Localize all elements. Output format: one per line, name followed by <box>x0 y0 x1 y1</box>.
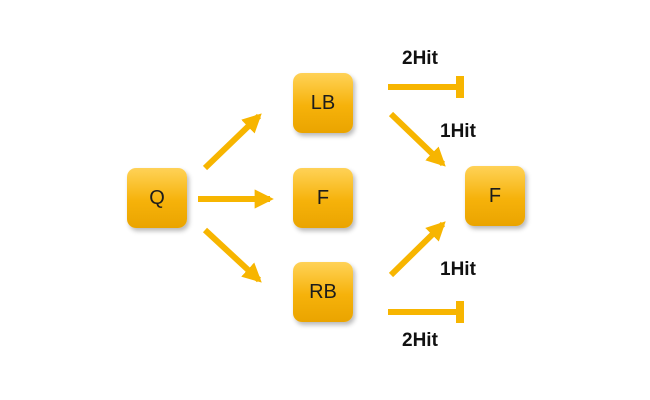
node-lb: LB <box>293 73 353 133</box>
arrow-lb-to-f <box>388 111 446 167</box>
arrow-q-to-lb <box>202 113 262 171</box>
label-rb-to-f: 1Hit <box>440 259 476 280</box>
blocked-end-lb <box>456 76 464 98</box>
arrow-q-to-rb <box>202 227 262 283</box>
node-f-right: F <box>465 166 525 226</box>
label-lb-blocked: 2Hit <box>402 48 438 69</box>
label-lb-to-f: 1Hit <box>440 121 476 142</box>
label-rb-blocked: 2Hit <box>402 330 438 351</box>
arrow-rb-to-f <box>388 221 446 278</box>
node-q: Q <box>127 168 187 228</box>
node-rb: RB <box>293 262 353 322</box>
node-f-middle: F <box>293 168 353 228</box>
blocked-end-rb <box>456 301 464 323</box>
